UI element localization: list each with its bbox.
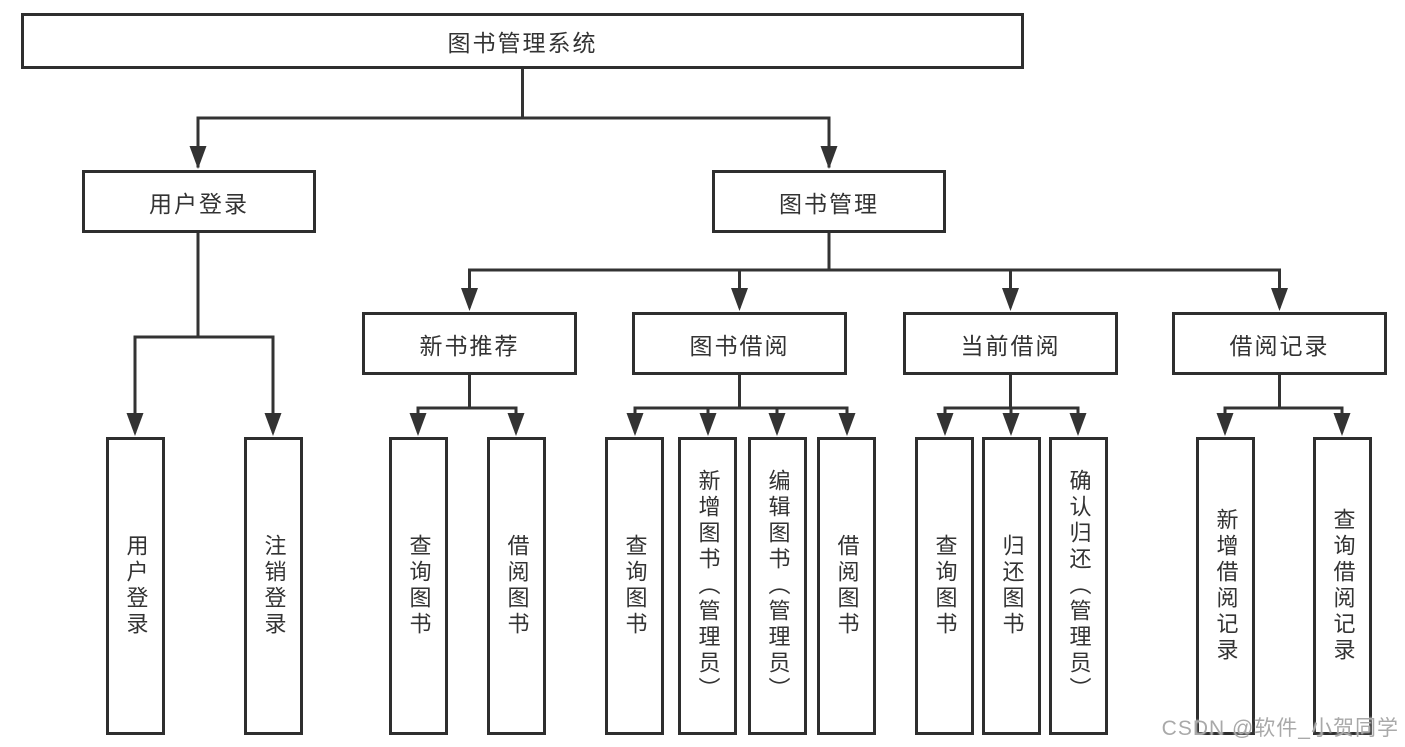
node-root-library-management-system: 图书管理系统 (21, 13, 1024, 69)
node-label: 编辑图书（管理员） (765, 469, 791, 703)
node-label: 借阅图书 (504, 534, 530, 638)
node-label: 查询借阅记录 (1330, 508, 1356, 664)
csdn-watermark: CSDN @软件_小贺同学 (1161, 717, 1399, 740)
node-label: 图书管理 (779, 190, 879, 217)
node-book-management: 图书管理 (712, 170, 946, 233)
node-label: 确认归还（管理员） (1066, 469, 1092, 703)
connector-book-borrowing-to-leaves (626, 373, 856, 436)
node-label: 新增借阅记录 (1213, 508, 1239, 664)
connector-new-book-recommend-to-leaves (409, 373, 525, 436)
node-label: 归还图书 (999, 534, 1025, 638)
node-new-book-recommend: 新书推荐 (362, 312, 577, 375)
node-label: 查询图书 (406, 534, 432, 638)
node-leaf-logout: 注销登录 (244, 437, 303, 735)
node-label: 用户登录 (149, 190, 249, 217)
node-leaf-add-books-admin: 新增图书（管理员） (678, 437, 737, 735)
node-label: 新书推荐 (419, 332, 520, 359)
node-borrowing-records: 借阅记录 (1172, 312, 1387, 375)
node-book-borrowing: 图书借阅 (632, 312, 847, 375)
connector-book-management-to-level3 (461, 231, 1288, 311)
node-leaf-borrow-books-under-borrowing: 借阅图书 (817, 437, 876, 735)
node-leaf-query-books-under-new-book: 查询图书 (389, 437, 448, 735)
node-label: 用户登录 (123, 534, 149, 638)
node-label: 借阅图书 (834, 534, 860, 638)
node-leaf-confirm-return-admin: 确认归还（管理员） (1049, 437, 1108, 735)
node-label: 当前借阅 (960, 332, 1061, 359)
node-leaf-borrow-books-under-new-book: 借阅图书 (487, 437, 546, 735)
node-label: 查询图书 (622, 534, 648, 638)
connector-root-to-level2 (189, 67, 838, 169)
node-leaf-return-books: 归还图书 (982, 437, 1041, 735)
node-label: 图书管理系统 (447, 30, 598, 56)
connector-user-login-to-leaves (126, 231, 282, 436)
connector-current-borrowing-to-leaves (936, 373, 1087, 436)
node-label: 注销登录 (261, 534, 287, 638)
node-leaf-query-borrow-record: 查询借阅记录 (1313, 437, 1372, 735)
node-label: 借阅记录 (1229, 332, 1330, 359)
node-leaf-user-login: 用户登录 (106, 437, 165, 735)
node-leaf-add-borrow-record: 新增借阅记录 (1196, 437, 1255, 735)
node-label: 查询图书 (932, 534, 958, 638)
node-user-login: 用户登录 (82, 170, 316, 233)
node-leaf-edit-books-admin: 编辑图书（管理员） (748, 437, 807, 735)
node-label: 新增图书（管理员） (695, 469, 721, 703)
node-leaf-query-books-under-borrowing: 查询图书 (605, 437, 664, 735)
connector-borrowing-records-to-leaves (1216, 373, 1351, 436)
node-leaf-query-books-under-current: 查询图书 (915, 437, 974, 735)
node-label: 图书借阅 (689, 332, 790, 359)
node-current-borrowing: 当前借阅 (903, 312, 1118, 375)
